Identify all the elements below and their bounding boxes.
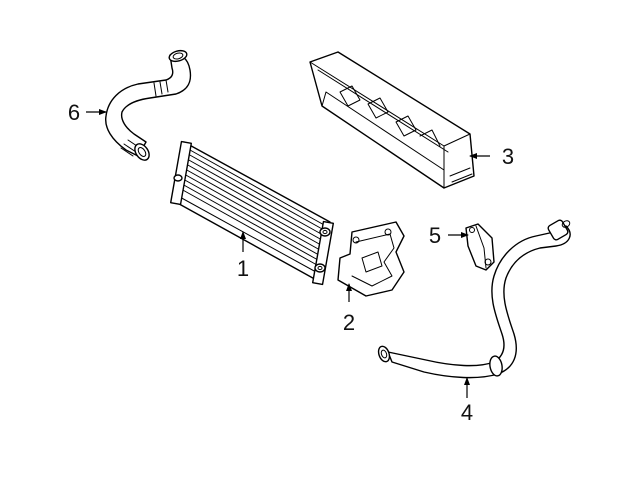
part-1-cooler <box>169 140 335 286</box>
part-6-hose <box>105 49 192 161</box>
part-4-hose <box>377 219 571 379</box>
callout-5: 5 <box>429 223 441 248</box>
callout-pointers <box>86 109 490 398</box>
callout-1: 1 <box>237 256 249 281</box>
part-2-bracket <box>337 221 405 297</box>
callout-6: 6 <box>68 100 80 125</box>
part-5-small-bracket <box>465 223 495 271</box>
callout-labels: 1 2 3 4 5 6 <box>68 100 514 425</box>
callout-3: 3 <box>502 144 514 169</box>
callout-4: 4 <box>461 400 473 425</box>
part-3-air-duct <box>309 51 475 189</box>
callout-2: 2 <box>343 310 355 335</box>
